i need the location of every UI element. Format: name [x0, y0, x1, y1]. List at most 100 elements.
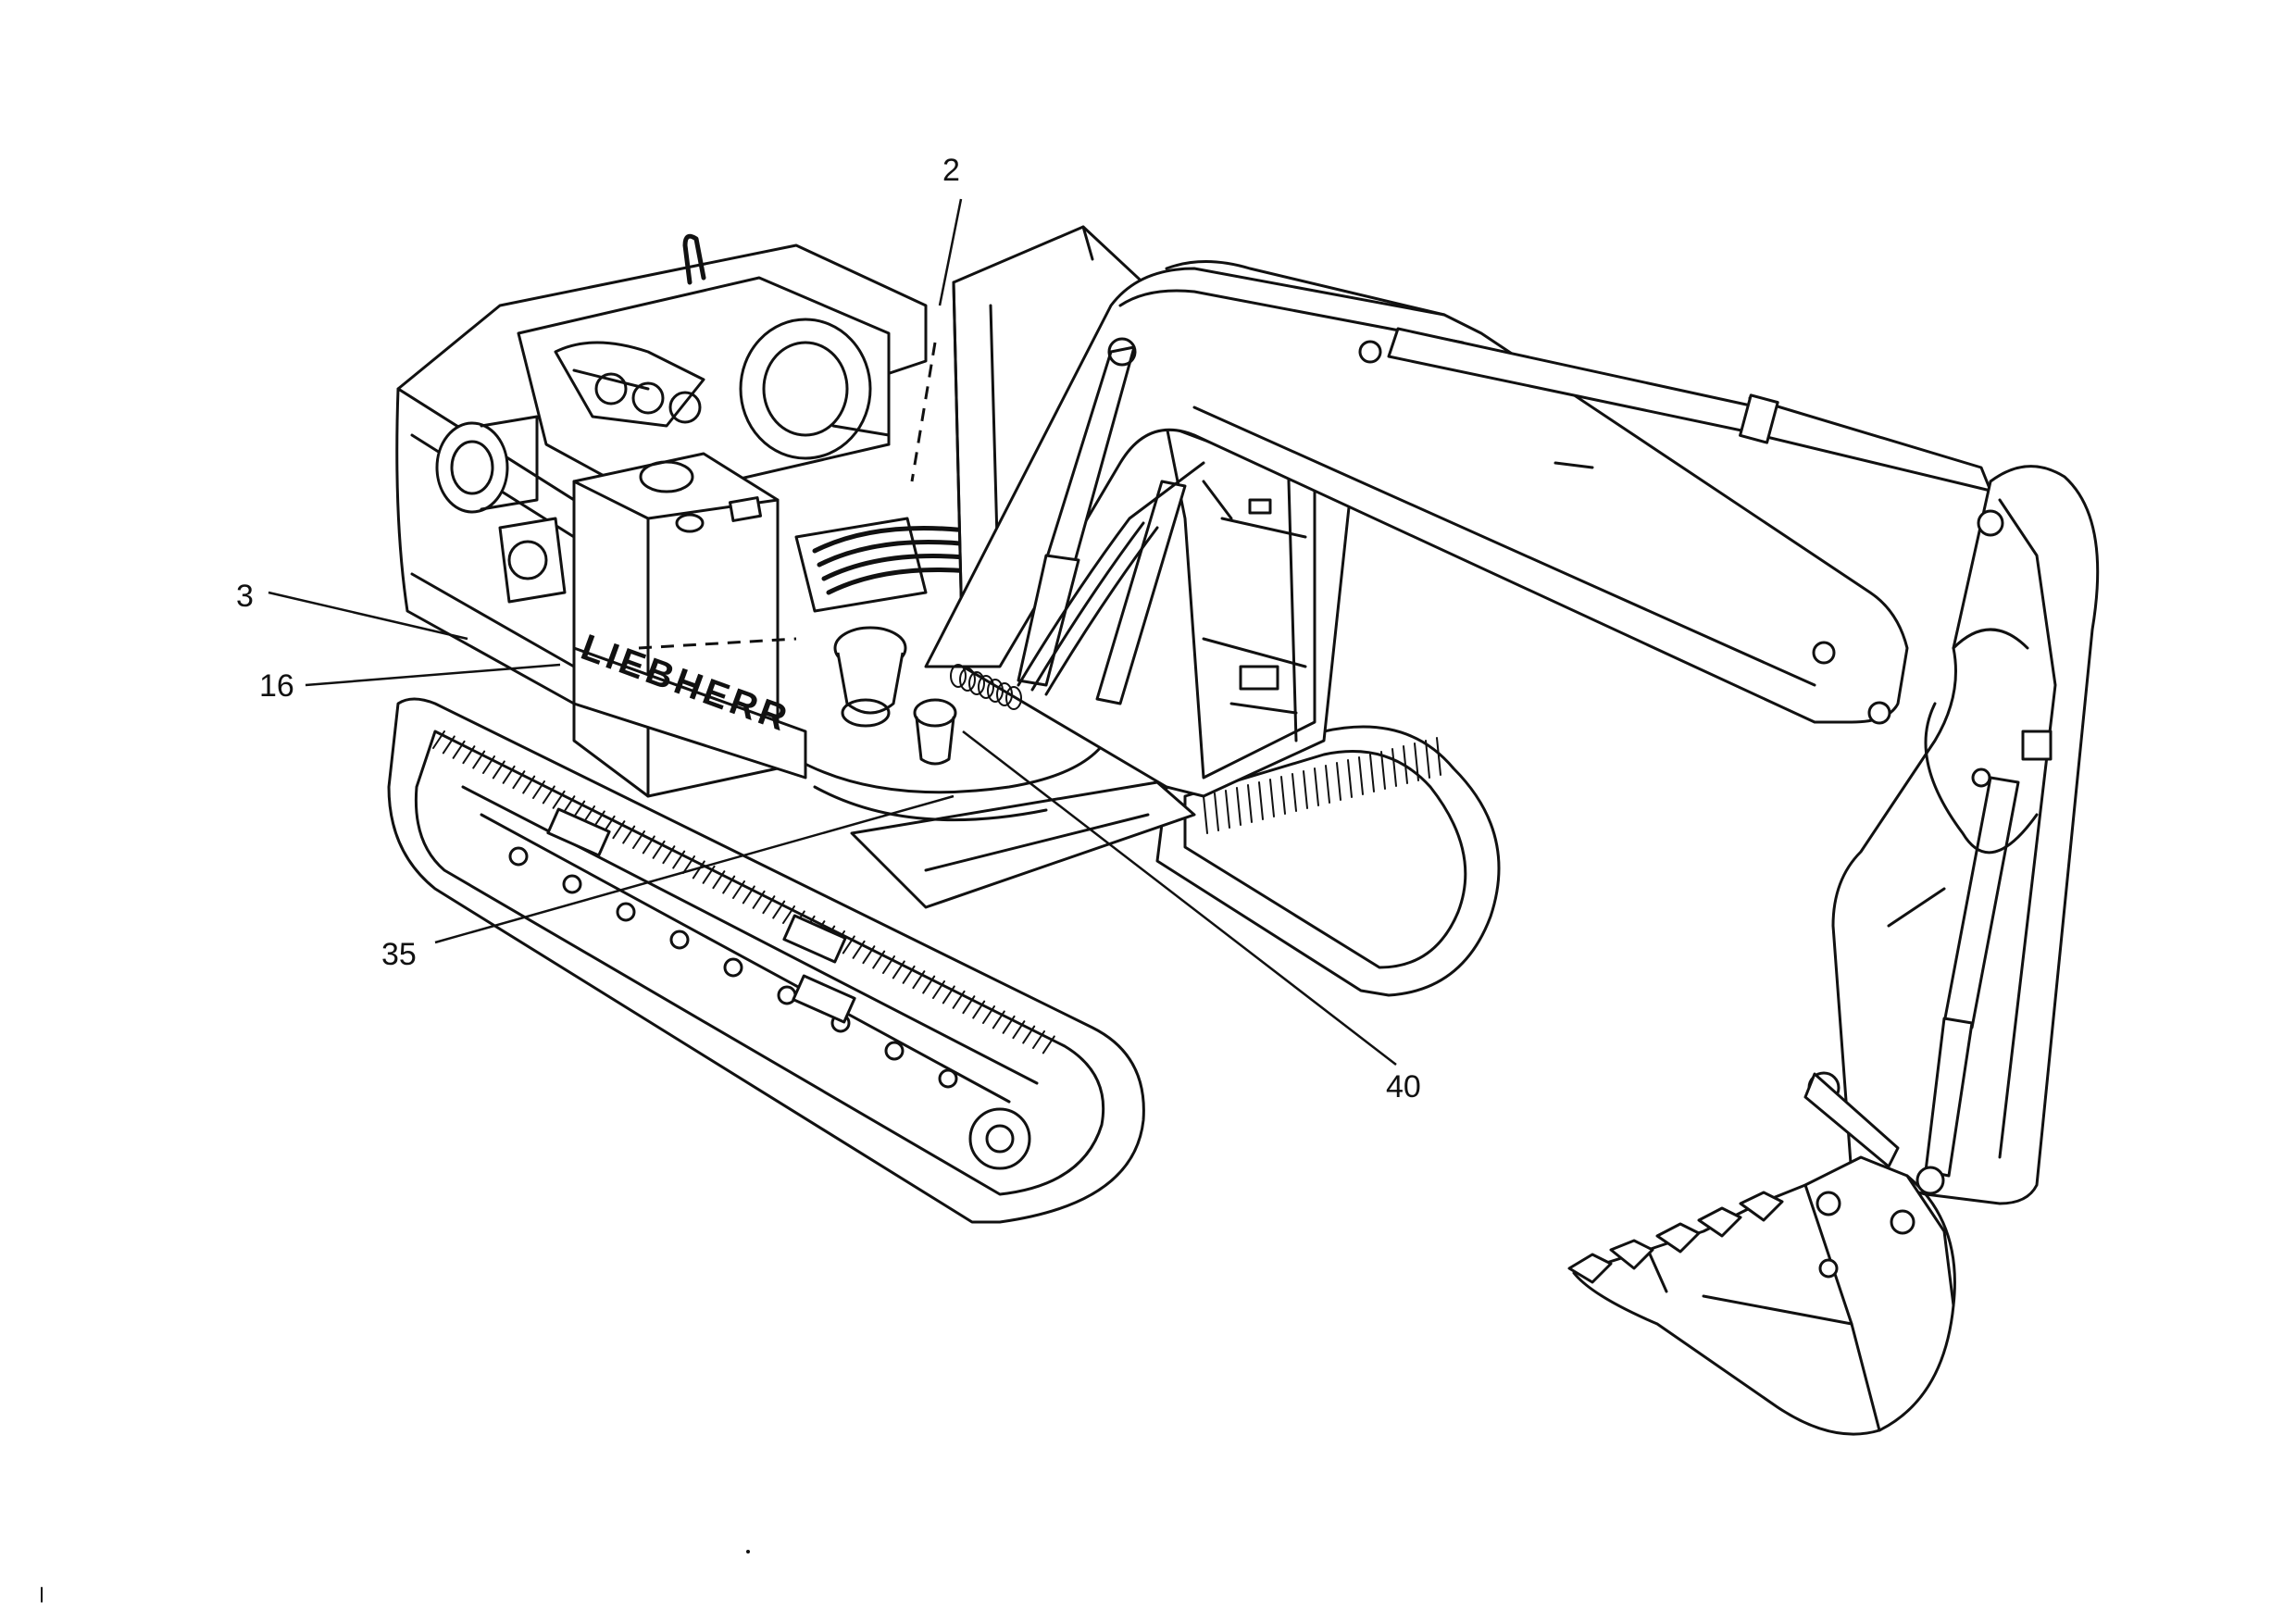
track-link — [1380, 751, 1386, 790]
track-link — [1225, 790, 1230, 829]
coiled-hose-turn — [996, 682, 1013, 706]
leader-line-3 — [268, 591, 468, 641]
stick-cylinder — [1387, 327, 1992, 493]
track-link — [472, 750, 486, 769]
leader-line-35 — [434, 794, 955, 944]
track-link — [1436, 737, 1441, 776]
track-link — [902, 965, 916, 984]
track-link — [1347, 759, 1353, 798]
stick-arm — [1831, 465, 2100, 1205]
track-link — [1391, 748, 1397, 787]
track-link — [652, 840, 666, 859]
track-link — [852, 940, 866, 959]
track-link — [932, 980, 945, 999]
track-link — [1032, 1030, 1045, 1049]
track-link — [952, 990, 966, 1009]
track-link — [912, 970, 926, 990]
track-link — [882, 955, 895, 974]
track-roller — [669, 930, 690, 950]
leader-line-2 — [938, 198, 963, 306]
track-link — [1314, 767, 1319, 806]
right-crawler-track — [1155, 725, 1501, 997]
leader-line-16 — [305, 663, 561, 687]
track-link — [1403, 745, 1408, 784]
track-link — [742, 885, 755, 905]
track-link — [1292, 773, 1297, 812]
track-link — [552, 790, 566, 809]
coiled-hose-turn — [959, 668, 976, 692]
track-link — [872, 950, 886, 969]
track-link — [1042, 1035, 1055, 1054]
track-link — [1325, 765, 1330, 804]
track-link — [452, 740, 466, 759]
track-link — [732, 880, 745, 899]
track-link — [1203, 795, 1208, 834]
track-link — [1303, 770, 1308, 809]
track-link — [842, 935, 855, 954]
track-link — [922, 975, 936, 994]
track-link — [532, 780, 545, 799]
track-link — [432, 730, 445, 749]
track-link — [972, 1000, 986, 1019]
track-roller — [723, 957, 743, 978]
left-crawler-track — [387, 697, 1145, 1224]
callout-35: 35 — [381, 937, 417, 972]
track-link — [642, 835, 655, 855]
track-link — [1269, 779, 1275, 817]
callout-2: 2 — [942, 153, 960, 188]
track-roller — [508, 846, 529, 867]
boom — [924, 260, 1909, 725]
track-roller — [938, 1068, 958, 1089]
track-link — [992, 1010, 1005, 1029]
leader-line-40 — [962, 730, 1397, 1066]
bucket — [1567, 1071, 1956, 1436]
track-link — [562, 795, 576, 815]
track-link — [632, 830, 645, 849]
leader-lines — [268, 198, 1397, 1066]
track-link — [1336, 762, 1341, 801]
track-link — [442, 735, 455, 755]
margin-dot — [746, 1550, 750, 1553]
track-link — [942, 985, 955, 1004]
track-link — [492, 760, 505, 780]
track-link — [682, 855, 695, 874]
track-link — [512, 770, 526, 790]
callout-labels: 2 3 16 35 40 — [236, 153, 1421, 1104]
track-link — [772, 900, 786, 919]
track-link — [542, 785, 555, 805]
track-link — [1022, 1025, 1036, 1044]
track-link — [712, 870, 726, 890]
coiled-hose-turn — [987, 679, 1004, 703]
track-link — [762, 895, 776, 915]
track-link — [672, 850, 686, 869]
track-link — [622, 825, 636, 844]
track-link — [892, 960, 905, 979]
track-link — [702, 865, 716, 884]
track-link — [1258, 781, 1264, 820]
track-link — [1369, 754, 1375, 792]
track-roller — [884, 1041, 905, 1061]
track-link — [612, 820, 626, 840]
track-link — [1280, 776, 1286, 815]
track-link — [502, 765, 516, 784]
track-link — [1425, 740, 1430, 779]
coiled-hose-turn — [978, 675, 994, 699]
track-link — [862, 945, 876, 965]
track-link — [782, 905, 795, 924]
track-link — [482, 755, 495, 774]
track-link — [662, 845, 676, 865]
coiled-hose-turn — [950, 664, 967, 688]
coiled-hose-turn — [968, 671, 985, 695]
callout-40: 40 — [1386, 1069, 1421, 1104]
track-link — [1012, 1020, 1026, 1040]
callout-3: 3 — [236, 579, 254, 614]
track-link — [962, 995, 976, 1015]
track-link — [1414, 742, 1419, 781]
track-link — [692, 860, 705, 880]
track-link — [522, 775, 536, 794]
track-roller — [777, 985, 797, 1005]
track-link — [1214, 792, 1219, 831]
coiled-hose-turn — [1005, 686, 1022, 710]
track-link — [462, 745, 476, 765]
